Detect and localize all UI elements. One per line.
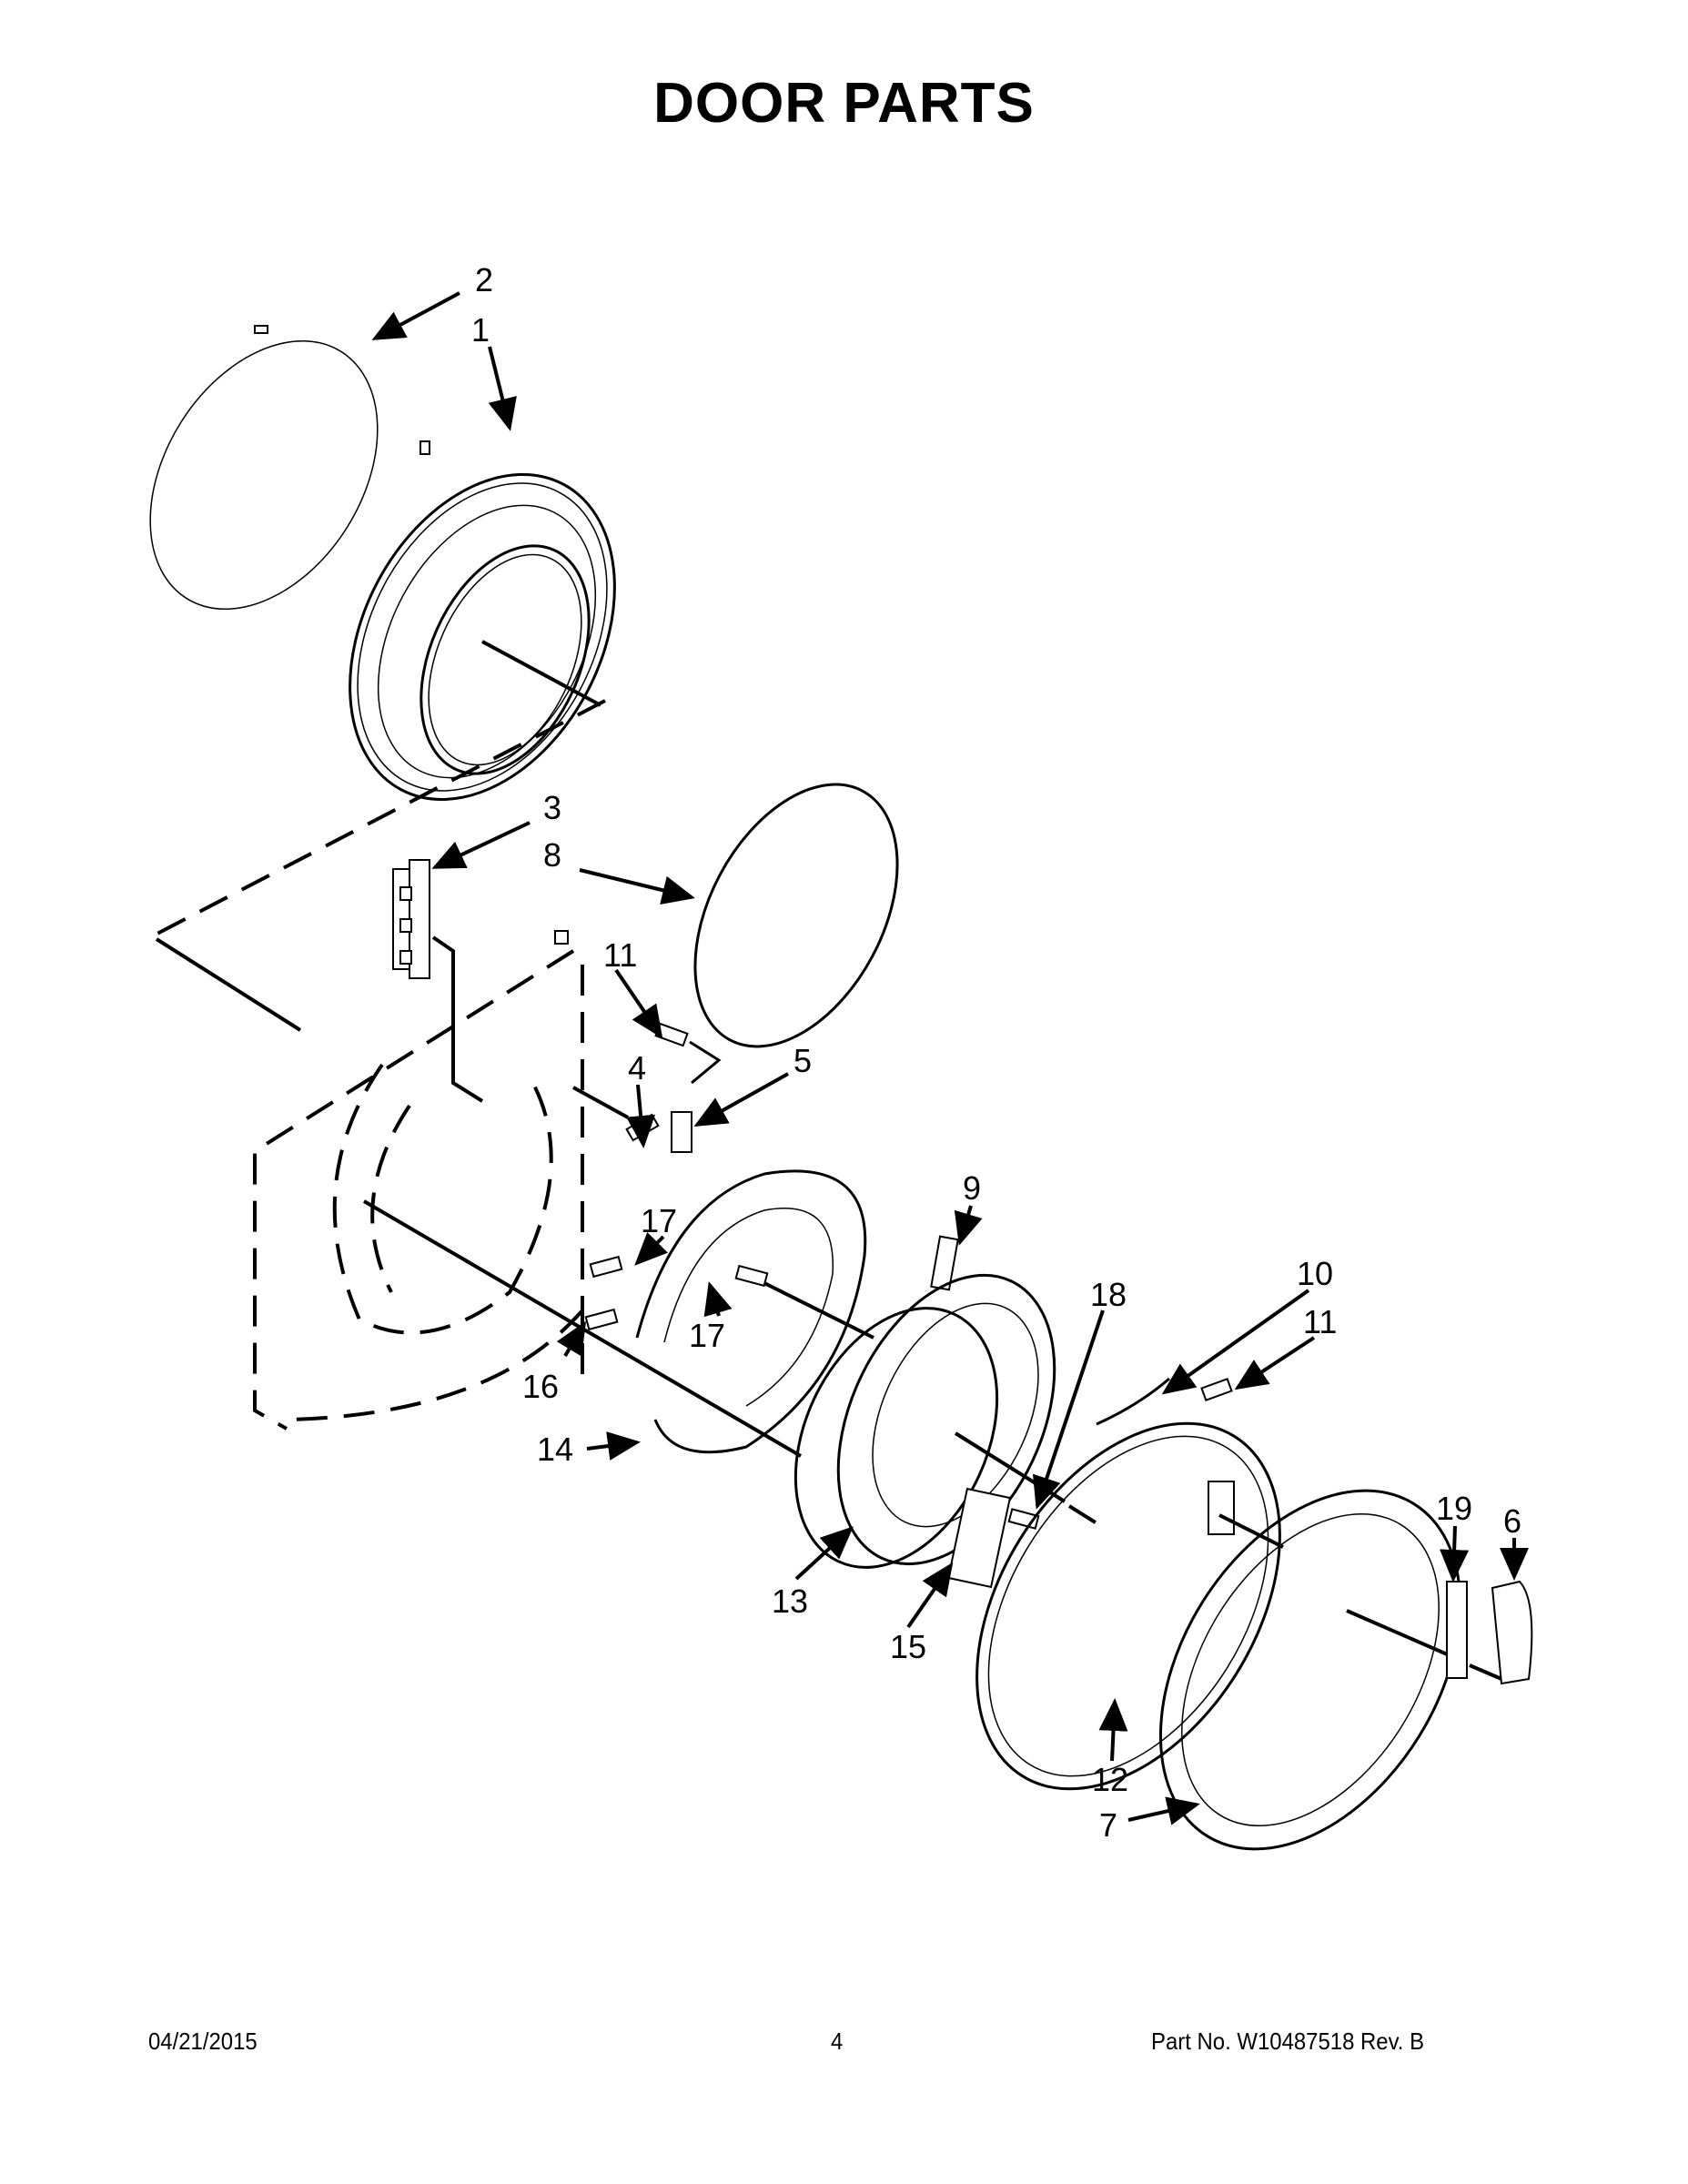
part-14-inner-frame xyxy=(635,1169,867,1454)
part-6-handle-cover xyxy=(1491,1580,1533,1685)
callout-4: 4 xyxy=(628,1049,646,1087)
part-17-screw-left xyxy=(589,1255,623,1279)
callout-11-right: 11 xyxy=(1303,1303,1337,1340)
part-2-seal xyxy=(149,325,379,611)
part-10-hinge-strap xyxy=(1096,1377,1170,1426)
part-7-outer-ring xyxy=(1158,1489,1462,1851)
part-1-door-ring xyxy=(349,440,616,802)
footer-page-number: 4 xyxy=(831,2027,844,2055)
callout-13: 13 xyxy=(772,1582,808,1620)
callout-5: 5 xyxy=(793,1042,812,1079)
callout-10: 10 xyxy=(1297,1255,1333,1292)
callout-3: 3 xyxy=(543,789,561,826)
dashed-front-panel xyxy=(253,930,584,1431)
part-13-glass-bowl xyxy=(793,1273,1056,1569)
callout-6: 6 xyxy=(1503,1502,1521,1540)
part-8-seal-ring xyxy=(693,783,899,1048)
part-12-door-glass xyxy=(975,1421,1281,1791)
callout-7: 7 xyxy=(1099,1806,1117,1844)
page-title: DOOR PARTS xyxy=(653,72,1035,135)
callout-9: 9 xyxy=(963,1169,981,1207)
callout-14: 14 xyxy=(537,1431,573,1468)
callout-1: 1 xyxy=(471,311,490,349)
part-15-hinge xyxy=(946,1487,1012,1589)
callout-18: 18 xyxy=(1090,1276,1127,1313)
part-11-screw-right xyxy=(1200,1378,1233,1401)
part-19-label xyxy=(1446,1581,1468,1679)
callout-8: 8 xyxy=(543,836,561,874)
part-17-screw-center xyxy=(734,1264,769,1288)
callout-19: 19 xyxy=(1436,1490,1472,1527)
part-3-latch xyxy=(392,859,430,979)
footer-date: 04/21/2015 xyxy=(148,2027,258,2055)
leader-arrows xyxy=(371,291,1529,1825)
callout-15: 15 xyxy=(890,1628,926,1665)
part-5-strike xyxy=(671,1111,692,1153)
callout-labels: 2 1 3 8 11 4 5 9 10 11 17 17 16 14 13 15… xyxy=(471,261,1521,1844)
footer-part-number: Part No. W10487518 Rev. B xyxy=(1151,2027,1425,2055)
callout-2: 2 xyxy=(475,261,493,298)
callout-17-center: 17 xyxy=(689,1317,725,1354)
callout-12: 12 xyxy=(1092,1761,1128,1798)
callout-16: 16 xyxy=(522,1368,559,1405)
part-16-screw xyxy=(584,1308,619,1331)
callout-11-upper: 11 xyxy=(603,936,637,974)
callout-17-left: 17 xyxy=(641,1202,677,1239)
